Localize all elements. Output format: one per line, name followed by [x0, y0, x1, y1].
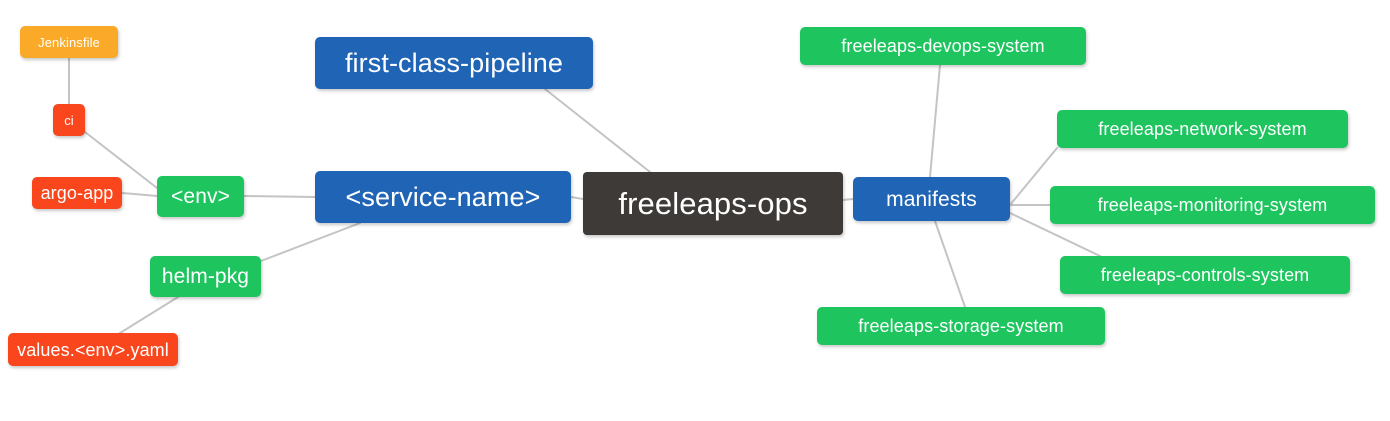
- mindmap-edge-first-class-to-root: [544, 88, 651, 173]
- mindmap-node-first-class[interactable]: first-class-pipeline: [315, 37, 593, 89]
- mindmap-node-monitoring-system[interactable]: freeleaps-monitoring-system: [1050, 186, 1375, 224]
- mindmap-edge-service-name-to-root: [570, 196, 584, 200]
- mindmap-node-service-name[interactable]: <service-name>: [315, 171, 571, 223]
- mindmap-node-jenkinsfile[interactable]: Jenkinsfile: [20, 26, 118, 58]
- mindmap-node-values-yaml[interactable]: values.<env>.yaml: [8, 333, 178, 366]
- mindmap-edge-env-to-service-name: [243, 195, 316, 198]
- mindmap-node-manifests[interactable]: manifests: [853, 177, 1010, 221]
- mindmap-node-argo-app[interactable]: argo-app: [32, 177, 122, 209]
- mindmap-node-devops-system[interactable]: freeleaps-devops-system: [800, 27, 1086, 65]
- mindmap-node-env[interactable]: <env>: [157, 176, 244, 217]
- mindmap-node-helm-pkg[interactable]: helm-pkg: [150, 256, 261, 297]
- mindmap-node-controls-system[interactable]: freeleaps-controls-system: [1060, 256, 1350, 294]
- mindmap-edge-manifests-to-devops-system: [929, 64, 941, 178]
- mindmap-edge-manifests-to-storage-system: [934, 220, 966, 308]
- mindmap-edge-root-to-manifests: [842, 198, 854, 201]
- mindmap-node-storage-system[interactable]: freeleaps-storage-system: [817, 307, 1105, 345]
- mindmap-node-root[interactable]: freeleaps-ops: [583, 172, 843, 235]
- mindmap-node-ci[interactable]: ci: [53, 104, 85, 136]
- mindmap-edge-argo-app-to-env: [121, 192, 158, 197]
- mindmap-edge-values-yaml-to-helm-pkg: [119, 296, 179, 334]
- mindmap-edge-helm-pkg-to-service-name: [260, 222, 361, 262]
- mindmap-node-network-system[interactable]: freeleaps-network-system: [1057, 110, 1348, 148]
